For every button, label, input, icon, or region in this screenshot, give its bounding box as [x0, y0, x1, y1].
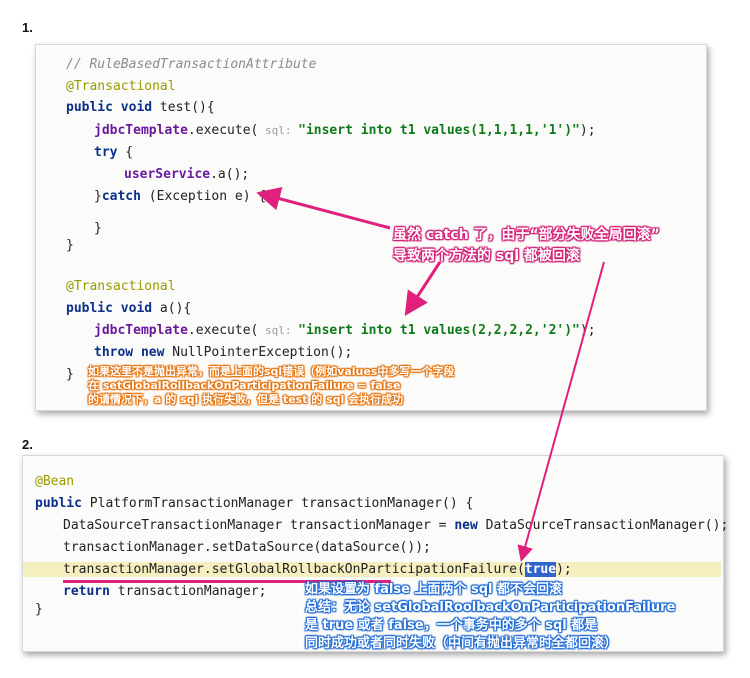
arrow-to-execute-2 — [404, 261, 442, 317]
note-blue-4: 同时成功或者同时失败（中间有抛出异常时全都回滚） — [305, 636, 618, 651]
method-signature: public PlatformTransactionManager transa… — [35, 496, 474, 511]
call-userservice-a: userService.a(); — [124, 167, 250, 182]
code-panel-2: @Bean public PlatformTransactionManager … — [22, 455, 728, 652]
code-panel-1: // RuleBasedTransactionAttribute @Transa… — [35, 44, 707, 411]
catch-close-brace: } — [94, 221, 102, 236]
bean-annotation: @Bean — [35, 474, 75, 489]
try-block: try { — [94, 145, 134, 160]
section-2-label: 2. — [22, 437, 33, 452]
set-global-rollback: transactionManager.setGlobalRollbackOnPa… — [23, 562, 721, 577]
method-close-brace: } — [66, 238, 74, 253]
note-pink-2: 导致两个方法的 sql 都被回滚 — [393, 248, 580, 264]
note-blue-1: 如果设置为 false 上面两个 sql 都不会回滚 — [305, 582, 563, 597]
final-brace: } — [66, 367, 74, 382]
note-blue-3: 是 true 或者 false，一个事务中的多个 sql 都是 — [305, 618, 598, 633]
annotation-transactional-2: @Transactional — [66, 279, 176, 294]
note-pink-1: 虽然 catch 了，由于“部分失败全局回滚” — [393, 227, 660, 243]
code-comment: // RuleBasedTransactionAttribute — [66, 57, 317, 72]
method-a-signature: public void a(){ — [66, 301, 192, 316]
annotation-transactional-1: @Transactional — [66, 79, 176, 94]
note-orange-2: 在 setGlobalRollbackOnParticipationFailur… — [88, 379, 401, 392]
throw-npe: throw new NullPointerException(); — [94, 345, 353, 360]
note-blue-2: 总结：无论 setGlobalRoolbackOnParticipationFa… — [305, 600, 676, 615]
section-1-label: 1. — [22, 20, 33, 35]
underline-mark — [63, 580, 391, 583]
execute-insert-2: jdbcTemplate.execute( sql: "insert into … — [94, 323, 596, 338]
set-datasource: transactionManager.setDataSource(dataSou… — [63, 540, 431, 555]
note-orange-3: 的请情况下，a 的 sql 执行失败，但是 test 的 sql 会执行成功 — [88, 393, 404, 406]
true-value: true — [524, 562, 557, 577]
return-statement: return transactionManager; — [63, 584, 267, 599]
note-orange-1: 如果这里不是抛出异常，而是上面的sql错误（例如values中多写一个字段 — [88, 365, 455, 378]
arrow-to-true — [517, 261, 605, 562]
close-brace: } — [35, 602, 43, 617]
method-test-signature: public void test(){ — [66, 100, 215, 115]
execute-insert-1: jdbcTemplate.execute( sql: "insert into … — [94, 123, 596, 138]
arrow-to-catch — [256, 187, 391, 230]
manager-declaration: DataSourceTransactionManager transaction… — [63, 518, 729, 533]
